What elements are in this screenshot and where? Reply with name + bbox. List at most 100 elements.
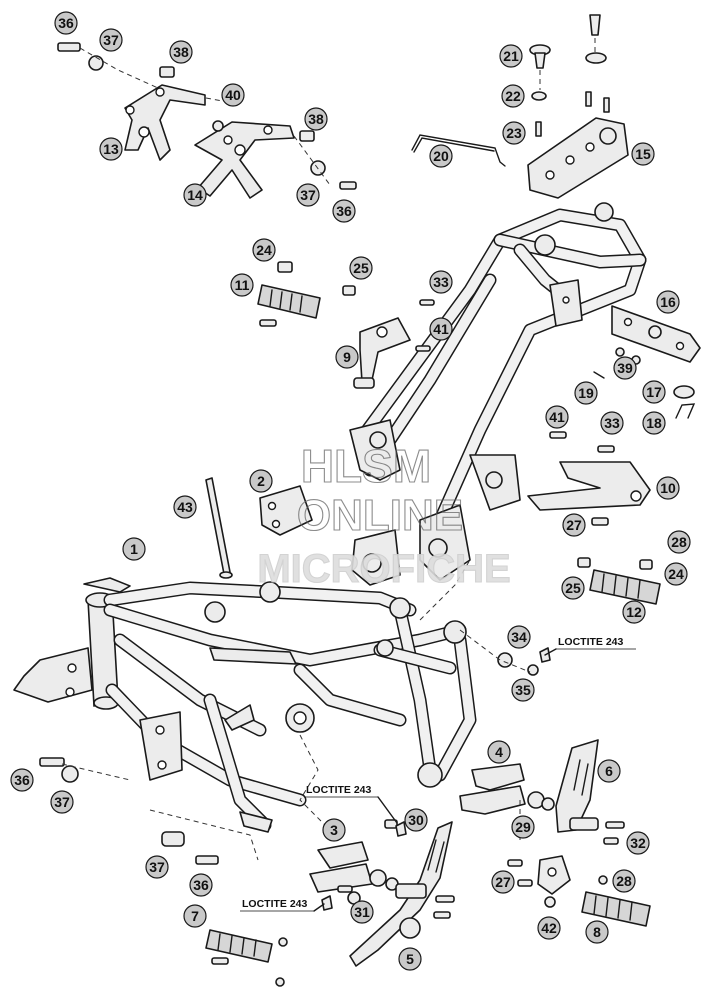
callout-23: 23 [502,121,526,145]
loctite-note-middle: LOCTITE 243 [304,784,398,824]
svg-text:27: 27 [495,874,511,890]
svg-text:7: 7 [191,908,199,924]
svg-text:27: 27 [566,517,582,533]
callout-10: 10 [656,476,680,500]
callout-3: 3 [322,818,346,842]
svg-text:8: 8 [593,924,601,940]
svg-text:LOCTITE 243: LOCTITE 243 [242,898,308,910]
svg-text:38: 38 [308,111,324,127]
svg-text:36: 36 [193,877,209,893]
svg-text:36: 36 [336,203,352,219]
misc-hardware [299,431,615,911]
callout-32: 32 [626,831,650,855]
svg-text:LOCTITE 243: LOCTITE 243 [558,636,624,648]
callout-40: 40 [221,83,245,107]
svg-text:35: 35 [515,682,531,698]
footpeg-part-11 [257,261,356,327]
rear-bracket-part-15 [527,117,629,199]
upper-bracket-part-13 [124,84,206,161]
clips-part-17-19 [593,347,696,419]
callout-37b: 37 [296,183,320,207]
callout-42: 42 [537,916,561,940]
callout-9: 9 [335,345,359,369]
upper-bracket-part-14 [194,121,295,199]
svg-text:39: 39 [617,360,633,376]
svg-text:13: 13 [103,141,119,157]
svg-text:11: 11 [235,277,250,293]
svg-text:32: 32 [630,835,646,851]
grab-bracket-part-16 [611,305,701,363]
main-frame-part-1 [13,577,477,833]
callout-6: 6 [597,759,621,783]
callout-37d: 37 [145,855,169,879]
callout-27: 27 [562,513,586,537]
svg-text:25: 25 [353,260,369,276]
svg-text:37: 37 [54,794,70,810]
callout-24: 24 [252,238,276,262]
left-lower-hardware [39,477,259,865]
footrest-plate-part-5 [349,821,455,967]
svg-text:15: 15 [635,146,651,162]
callout-34: 34 [507,625,531,649]
bracket-hardware [57,42,357,190]
svg-text:36: 36 [58,15,74,31]
svg-text:12: 12 [626,604,642,620]
svg-text:4: 4 [495,744,503,760]
svg-text:HLSM: HLSM [301,440,431,492]
svg-text:LOCTITE 243: LOCTITE 243 [306,784,372,796]
svg-text:2: 2 [257,473,265,489]
svg-text:37: 37 [300,187,316,203]
callout-8: 8 [585,920,609,944]
footpeg-part-12 [577,557,661,605]
callout-25b: 25 [561,576,585,600]
callout-28: 28 [667,530,691,554]
callout-17: 17 [642,380,666,404]
callout-5: 5 [398,947,422,971]
callout-2: 2 [249,469,273,493]
svg-text:22: 22 [505,88,521,104]
svg-text:MICROFICHE: MICROFICHE [257,547,510,591]
callout-25: 25 [349,256,373,280]
footrest-plate-part-6 [555,739,625,845]
footpeg-part-8 [507,855,651,927]
svg-text:9: 9 [343,349,351,365]
svg-text:10: 10 [660,480,676,496]
svg-text:1: 1 [130,541,138,557]
callout-24b: 24 [664,562,688,586]
svg-text:16: 16 [660,294,676,310]
svg-text:33: 33 [433,274,449,290]
callout-22: 22 [501,84,525,108]
callout-33b: 33 [600,411,624,435]
callout-41: 41 [429,317,453,341]
footpeg-part-7 [205,929,288,987]
callout-4: 4 [487,740,511,764]
svg-text:ONLINE: ONLINE [297,491,463,540]
callout-7: 7 [183,904,207,928]
svg-text:30: 30 [408,812,424,828]
callout-37: 37 [99,28,123,52]
svg-text:21: 21 [503,48,519,64]
svg-text:41: 41 [549,409,565,425]
watermark: HLSM ONLINE MICROFICHE [257,439,511,591]
callout-31: 31 [350,900,374,924]
wire-clip-part-20 [411,134,506,167]
callout-28b: 28 [612,869,636,893]
loctite-note-right: LOCTITE 243 [544,636,636,656]
svg-text:25: 25 [565,580,581,596]
callout-13: 13 [99,137,123,161]
svg-text:17: 17 [646,384,662,400]
footpeg-bracket-part-10 [527,461,651,526]
svg-text:19: 19 [578,385,594,401]
svg-text:24: 24 [668,566,684,582]
svg-text:20: 20 [433,148,449,164]
callout-21: 21 [499,44,523,68]
callout-15: 15 [631,142,655,166]
loctite-note-lower: LOCTITE 243 [240,898,325,912]
callout-1: 1 [122,537,146,561]
rear-subframe-part-2 [259,202,647,586]
callout-27b: 27 [491,870,515,894]
footpeg-bracket-part-9 [353,299,435,389]
svg-text:28: 28 [671,534,687,550]
callout-38b: 38 [304,107,328,131]
